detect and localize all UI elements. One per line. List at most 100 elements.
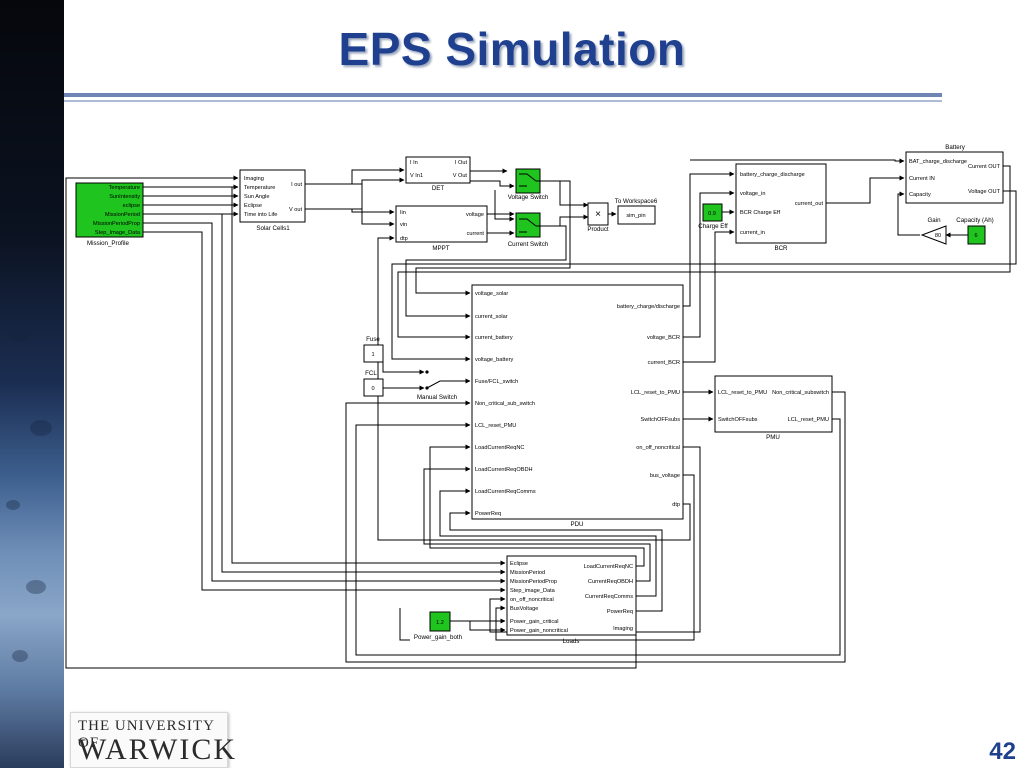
pmu-label: PMU [766, 434, 780, 441]
mission-profile-block[interactable]: Temperature SunIntensity eclipse Mission… [75, 182, 144, 247]
fcl-label: FCL [365, 370, 377, 377]
solar-in-temperature: Temperature [244, 185, 275, 191]
loads-in-missionperiod: MissionPeriod [510, 570, 545, 576]
fuse-value: 1 [371, 352, 374, 358]
current-switch-block[interactable]: Current Switch [508, 212, 549, 248]
bcr-out-current: current_out [795, 201, 824, 207]
pmu-out-non-critical: Non_critical_subswitch [772, 390, 829, 396]
pdu-in-current-battery: current_battery [475, 335, 513, 341]
loads-in-eclipse: Eclipse [510, 561, 528, 567]
charge-eff-block[interactable]: 0.9 Charge Eff [698, 203, 728, 230]
capacity-block[interactable]: 6 Capacity (Ah) [956, 217, 994, 245]
pdu-in-powerreq: PowerReq [475, 511, 501, 517]
mppt-in-iin: Iin [400, 210, 406, 216]
solar-out-v: V out [289, 207, 303, 213]
logo-line2: WARWICK [78, 733, 237, 766]
pdu-block[interactable]: voltage_solar current_solar current_batt… [471, 284, 684, 528]
battery-out-current: Current OUT [968, 164, 1001, 170]
det-out-i: I Out [455, 160, 468, 166]
loads-out-powerreq: PowerReq [607, 609, 633, 615]
battery-in-current: Current IN [909, 176, 935, 182]
charge-eff-value: 0.9 [708, 211, 716, 217]
bcr-in-voltage: voltage_in [740, 191, 766, 197]
to-workspace-block[interactable]: sim_pin To Workspace6 [615, 198, 658, 225]
mission-port-sunintensity: SunIntensity [109, 194, 140, 200]
battery-label: Battery [945, 144, 966, 151]
det-out-v: V Out [453, 173, 468, 179]
solar-cells-label: Solar Cells1 [256, 225, 290, 232]
mission-profile-label: Mission_Profile [87, 240, 130, 247]
pdu-in-non-critical: Non_critical_sub_switch [475, 401, 535, 407]
loads-out-current-obdh: CurrentReqOBDH [588, 579, 633, 585]
pdu-out-battery-charge: battery_charge/discharge [617, 304, 680, 310]
pdu-out-current-bcr: current_BCR [648, 360, 680, 366]
bcr-in-battery-charge: battery_charge_discharge [740, 172, 805, 178]
pdu-out-lcl-reset: LCL_reset_to_PMU [631, 390, 680, 396]
page-number: 42 [989, 738, 1016, 765]
solar-in-eclipse: Eclipse [244, 203, 262, 209]
mppt-label: MPPT [432, 245, 449, 252]
current-switch-label: Current Switch [508, 241, 549, 248]
power-gain-both-block[interactable]: 1.2 Power_gain_both [414, 611, 463, 641]
pdu-in-current-solar: current_solar [475, 314, 508, 320]
bcr-block[interactable]: battery_charge_discharge voltage_in BCR … [735, 163, 827, 252]
product-block[interactable]: × Product [587, 202, 609, 233]
pmu-out-lcl-reset: LCL_reset_PMU [788, 417, 829, 423]
pdu-in-fuse-fcl: Fuse/FCL_switch [475, 379, 518, 385]
det-label: DET [432, 185, 445, 192]
loads-block[interactable]: Eclipse MissionPeriod MissionPeriodProp … [506, 555, 637, 645]
solar-cells-block[interactable]: Imaging Temperature Sun Angle Eclipse Ti… [239, 169, 306, 232]
manual-switch-block[interactable]: Manual Switch [417, 370, 458, 401]
mission-port-missionperiod: MissionPeriod [105, 212, 140, 218]
loads-label: Loads [563, 638, 580, 645]
fuse-block[interactable]: 1 Fuse [363, 336, 384, 363]
mppt-in-vin: vin [400, 222, 407, 228]
moon-sidebar-image [0, 0, 64, 768]
loads-in-power-gain-noncritical: Power_gain_noncritical [510, 628, 568, 634]
loads-in-step-image-data: Step_image_Data [510, 588, 556, 594]
university-logo: THE UNIVERSITY OF WARWICK [70, 710, 235, 768]
pdu-in-loadcurrent-nc: LoadCurrentReqNC [475, 445, 524, 451]
pdu-in-loadcurrent-comms: LoadCurrentReqComms [475, 489, 536, 495]
title-divider [64, 93, 942, 97]
gain-block[interactable]: 80 Gain [920, 217, 947, 245]
loads-out-current-comms: CurrentReqComms [585, 594, 633, 600]
loads-in-on-off-noncritical: on_off_noncritical [510, 597, 554, 603]
bcr-in-current: current_in [740, 230, 765, 236]
solar-in-imaging: Imaging [244, 176, 264, 182]
fcl-value: 0 [371, 386, 374, 392]
det-in-i: I In [410, 160, 418, 166]
product-label: Product [587, 226, 609, 233]
bcr-label: BCR [774, 245, 788, 252]
det-in-v: V In1 [410, 173, 423, 179]
title-divider-thin [64, 100, 942, 102]
pdu-out-bus-voltage: bus_voltage [650, 473, 680, 479]
loads-in-power-gain-critical: Power_gain_critical [510, 619, 559, 625]
battery-block[interactable]: BAT_charge_discharge Current IN Capacity… [905, 144, 1004, 204]
gain-value: 80 [935, 233, 941, 239]
battery-in-charge: BAT_charge_discharge [909, 159, 967, 165]
loads-out-loadcurrent-nc: LoadCurrentReqNC [584, 564, 633, 570]
loads-in-missionperiodprop: MissionPeriodProp [510, 579, 557, 585]
capacity-value: 6 [974, 233, 977, 239]
battery-out-voltage: Voltage OUT [968, 189, 1001, 195]
gain-label: Gain [927, 217, 941, 224]
pdu-out-switchoff: SwitchOFFsubs [641, 417, 681, 423]
slide-title: EPS Simulation [338, 23, 686, 75]
mppt-out-voltage: voltage [466, 212, 484, 218]
pmu-block[interactable]: LCL_reset_to_PMU SwitchOFFsubs Non_criti… [714, 375, 833, 441]
voltage-switch-label: Voltage Switch [508, 194, 549, 201]
to-workspace-value: sim_pin [626, 213, 645, 219]
loads-in-busvoltage: BusVoltage [510, 606, 538, 612]
bcr-in-charge-eff: BCR Charge Eff [740, 210, 780, 216]
solar-out-i: I out [291, 182, 302, 188]
det-block[interactable]: I In V In1 I Out V Out DET [405, 156, 471, 192]
charge-eff-label: Charge Eff [698, 223, 728, 230]
pdu-in-loadcurrent-obdh: LoadCurrentReqOBDH [475, 467, 533, 473]
fcl-block[interactable]: 0 FCL [363, 370, 384, 397]
pdu-out-voltage-bcr: voltage_BCR [647, 335, 680, 341]
voltage-switch-block[interactable]: Voltage Switch [508, 168, 549, 201]
pdu-in-voltage-solar: voltage_solar [475, 291, 508, 297]
mppt-out-current: current [467, 231, 485, 237]
mppt-block[interactable]: Iin vin dtp voltage current MPPT [395, 205, 488, 252]
